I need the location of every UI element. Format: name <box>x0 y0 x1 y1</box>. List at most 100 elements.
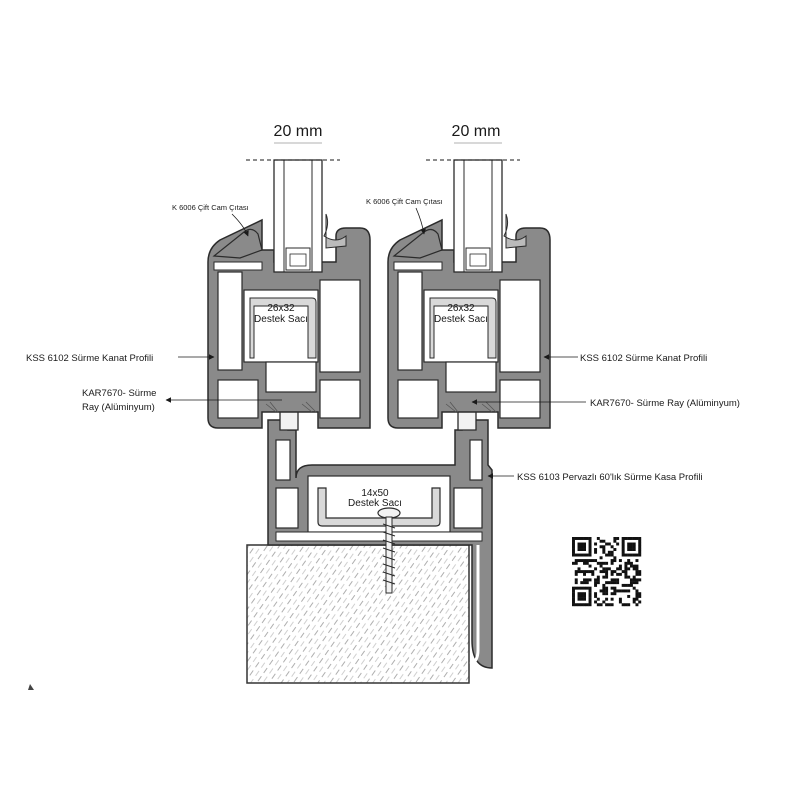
qr-module <box>602 539 606 543</box>
qr-module <box>605 586 609 590</box>
qr-module <box>638 553 642 557</box>
qr-module <box>583 561 586 565</box>
qr-module <box>635 592 639 596</box>
qr-module <box>583 572 586 576</box>
qr-module <box>638 539 642 543</box>
qr-module <box>605 572 609 576</box>
qr-module <box>572 561 575 565</box>
qr-module <box>632 537 636 540</box>
qr-module <box>585 603 589 607</box>
qr-module <box>602 586 606 590</box>
qr-module <box>583 581 586 585</box>
qr-module <box>583 586 586 590</box>
qr-module <box>572 548 575 551</box>
qr-module <box>602 592 606 596</box>
qr-module <box>577 594 581 598</box>
qr-module <box>583 553 586 557</box>
qr-module <box>572 545 575 549</box>
dimension-line-right: 20 mm <box>426 123 520 161</box>
qr-module <box>610 553 614 557</box>
qr-module <box>632 581 636 585</box>
qr-module <box>638 594 642 598</box>
qr-module <box>621 542 625 546</box>
qr-module <box>574 570 578 574</box>
qr-module <box>594 550 598 554</box>
qr-module <box>599 561 603 565</box>
qr-module <box>624 572 628 576</box>
qr-module <box>629 545 633 549</box>
qr-module <box>583 603 586 607</box>
steel-right-name-label: Destek Sacı <box>434 314 488 325</box>
qr-module <box>580 537 584 540</box>
qr-module <box>588 597 592 601</box>
qr-module <box>627 548 631 551</box>
qr-module <box>607 542 611 546</box>
qr-module <box>588 548 592 551</box>
sash-profile-left-label: KSS 6102 Sürme Kanat Profili <box>26 353 153 364</box>
qr-module <box>572 542 575 546</box>
qr-module <box>596 578 600 582</box>
qr-module <box>599 570 603 574</box>
qr-module <box>627 575 631 579</box>
qr-module <box>629 561 633 565</box>
qr-module <box>583 537 586 540</box>
qr-module <box>580 597 584 601</box>
qr-module <box>632 564 636 568</box>
qr-module <box>632 578 636 582</box>
callout-frame: KSS 6103 Pervazlı 60'lık Sürme Kasa Prof… <box>487 472 703 483</box>
qr-module <box>577 597 581 601</box>
qr-module <box>596 603 600 607</box>
qr-module <box>572 550 575 554</box>
qr-module <box>580 592 584 596</box>
qr-module <box>574 581 578 585</box>
qr-module <box>585 559 589 563</box>
qr-module <box>583 592 586 596</box>
qr-module <box>607 567 611 571</box>
qr-module <box>632 575 636 579</box>
qr-module <box>616 567 620 571</box>
rail-right-label: KAR7670- Sürme Ray (Alüminyum) <box>590 398 740 409</box>
qr-module <box>635 537 639 540</box>
qr-module <box>627 559 631 563</box>
steel-left-size-label: 26x32 <box>267 303 295 314</box>
sash-profile-right-label: KSS 6102 Sürme Kanat Profili <box>580 353 707 364</box>
qr-module <box>602 545 606 549</box>
qr-module <box>588 570 592 574</box>
callout-glazing-bead-right: K 6006 Çift Cam Çıtası <box>366 197 443 235</box>
qr-module <box>627 583 631 587</box>
qr-module <box>585 537 589 540</box>
qr-module <box>596 561 600 565</box>
qr-module <box>638 600 642 604</box>
qr-module <box>580 545 584 549</box>
callout-glazing-bead-left: K 6006 Çift Cam Çıtası <box>172 203 249 237</box>
qr-module <box>602 570 606 574</box>
rail-left-label-line2: Ray (Alüminyum) <box>82 402 155 413</box>
steel-reinforcement-left <box>249 297 317 359</box>
qr-module <box>572 589 575 593</box>
corner-mark <box>28 684 34 690</box>
qr-module <box>583 597 586 601</box>
qr-module <box>574 572 578 576</box>
qr-module <box>588 594 592 598</box>
qr-module <box>632 586 636 590</box>
qr-module <box>605 589 609 593</box>
qr-module <box>583 594 586 598</box>
qr-module <box>621 537 625 540</box>
qr-module <box>618 597 622 601</box>
frame-steel-reinforcement <box>317 487 441 527</box>
qr-module <box>605 567 609 571</box>
qr-module <box>624 575 628 579</box>
qr-module <box>627 594 631 598</box>
qr-module <box>627 545 631 549</box>
qr-module <box>602 600 606 604</box>
glass-unit-right <box>453 159 503 273</box>
qr-module <box>613 537 617 540</box>
qr-module <box>624 553 628 557</box>
qr-module <box>605 542 609 546</box>
qr-module <box>602 567 606 571</box>
qr-module <box>583 548 586 551</box>
qr-module <box>580 559 584 563</box>
qr-module <box>632 567 636 571</box>
qr-module <box>635 559 639 563</box>
